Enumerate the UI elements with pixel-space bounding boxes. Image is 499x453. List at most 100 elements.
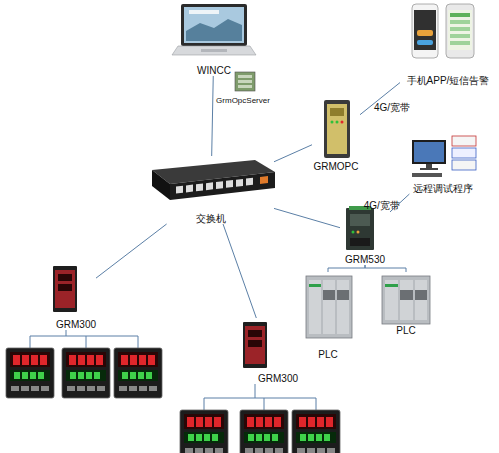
- network-link: [328, 265, 365, 272]
- switch-illustration: [260, 176, 268, 184]
- gateway-device: [336, 121, 339, 124]
- device-label: WINCC: [197, 65, 231, 76]
- device-node: PLC: [302, 272, 354, 360]
- server-icon: [238, 80, 252, 83]
- network-link: [212, 76, 214, 156]
- switch-illustration: [206, 182, 213, 190]
- wire: [30, 330, 316, 410]
- temperature-controller: [6, 348, 340, 453]
- plc-illustration: [306, 276, 352, 338]
- temperature-controller: [292, 410, 340, 453]
- module-device: [243, 322, 267, 368]
- gateway-device: [324, 100, 350, 158]
- plc-illustration: [385, 284, 398, 287]
- link-label: 4G/宽带: [374, 101, 410, 112]
- gateway-device: [327, 104, 347, 154]
- plc-illustration: [400, 290, 413, 300]
- module-device: [248, 330, 262, 337]
- gateway-device: [341, 121, 344, 124]
- phone-illustration: [412, 4, 438, 58]
- laptop-illustration: [186, 19, 242, 41]
- server-icon: [238, 85, 252, 88]
- switch-illustration: [152, 160, 275, 200]
- switch-illustration: [170, 172, 275, 200]
- temperature-controller: [62, 348, 110, 398]
- computer-illustration: [452, 148, 476, 158]
- device-node: GRM300: [48, 263, 96, 330]
- computer-illustration: [420, 168, 438, 170]
- gateway-device: [350, 214, 370, 226]
- device-node: 远程调试程序: [402, 132, 484, 194]
- plc-illustration: [306, 276, 352, 338]
- gateway-device: [346, 208, 374, 250]
- phone-illustration: [448, 10, 472, 50]
- laptop-illustration: [184, 7, 244, 43]
- switch-illustration: [196, 183, 203, 191]
- gateway-device: [357, 231, 360, 234]
- computer-illustration: [426, 164, 432, 168]
- network-link: [96, 224, 167, 278]
- network-link: [365, 265, 406, 272]
- switch-illustration: [176, 176, 268, 193]
- device-label: GRM530: [345, 254, 385, 265]
- phone-illustration: [446, 4, 474, 58]
- switch-illustration: [216, 181, 223, 189]
- server-icon: [238, 75, 252, 78]
- plc-illustration: [309, 280, 321, 334]
- plc-illustration: [415, 290, 427, 300]
- laptop-illustration: [189, 10, 219, 14]
- temperature-controller: [6, 348, 54, 398]
- phone-illustration: [417, 40, 433, 45]
- laptop-illustration: [172, 4, 256, 55]
- link-label: 4G/宽带: [364, 199, 400, 210]
- device-label: PLC: [396, 325, 415, 336]
- module-device: [53, 266, 77, 312]
- gateway-device: [346, 206, 374, 250]
- device-node: PLC: [378, 272, 434, 336]
- phone-illustration: [450, 27, 470, 31]
- laptop-illustration: [172, 46, 256, 55]
- device-label: GRM300: [258, 373, 298, 384]
- device-node: GrmOpcServer: [214, 70, 272, 106]
- plc-illustration: [400, 280, 413, 320]
- phone-illustration: [414, 10, 436, 50]
- module-device: [53, 266, 77, 312]
- device-node: GRMOPC: [312, 96, 360, 172]
- temperature-controller: [240, 410, 288, 453]
- server-icon: [235, 72, 255, 91]
- device-label: 手机APP/短信告警: [407, 75, 490, 86]
- device-label: GRMOPC: [314, 161, 359, 172]
- module-device: [245, 326, 265, 364]
- wire: [204, 384, 316, 410]
- wire: [30, 330, 138, 348]
- device-label: GrmOpcServer: [216, 95, 270, 106]
- computer-illustration: [452, 136, 476, 146]
- device-node: 交换机: [148, 156, 274, 224]
- laptop-illustration: [181, 4, 247, 46]
- gateway-device: [324, 100, 350, 158]
- plc-illustration: [382, 276, 430, 324]
- module-device: [58, 274, 72, 281]
- device-node: 手机APP/短信告警: [400, 2, 496, 86]
- switch-illustration: [246, 178, 253, 186]
- plc-illustration: [385, 280, 398, 320]
- switch-illustration: [236, 179, 243, 187]
- phone-illustration: [412, 4, 474, 58]
- device-label: 远程调试程序: [413, 183, 473, 194]
- gateway-device: [350, 238, 370, 246]
- phone-illustration: [450, 34, 470, 38]
- plc-illustration: [323, 290, 335, 300]
- device-label: PLC: [318, 349, 337, 360]
- gateway-device: [352, 231, 355, 234]
- computer-illustration: [452, 160, 476, 170]
- computer-illustration: [412, 173, 442, 177]
- switch-illustration: [176, 186, 183, 194]
- module-device: [55, 270, 75, 308]
- temperature-controller: [180, 410, 228, 453]
- plc-illustration: [337, 290, 349, 300]
- server-icon: [235, 72, 255, 91]
- gateway-device: [330, 108, 344, 116]
- plc-illustration: [323, 280, 335, 334]
- network-link: [274, 208, 340, 227]
